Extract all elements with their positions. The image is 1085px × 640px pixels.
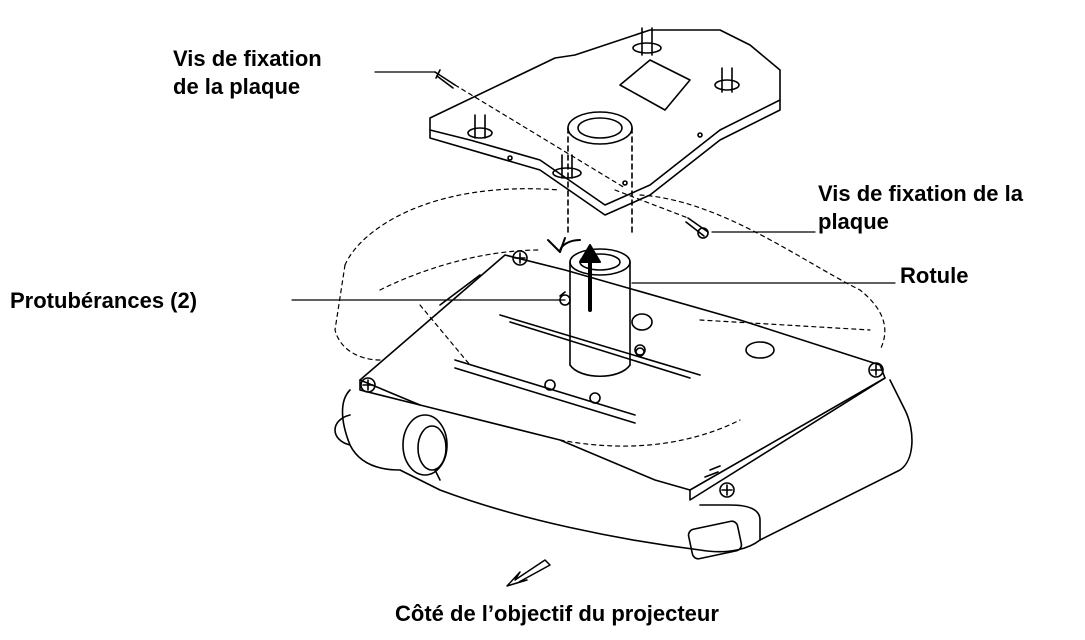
frame-screws	[360, 250, 884, 498]
label-plate-screw-right-line2: plaque	[818, 209, 889, 234]
dashed-guide-lines	[334, 84, 886, 447]
label-lens-side: Côté de l’objectif du projecteur	[395, 601, 719, 626]
label-plate-screw-right-line1: Vis de fixation de la	[818, 181, 1023, 206]
label-plate-screw-right: Vis de fixation de la plaque	[818, 180, 1023, 236]
label-rotule: Rotule	[900, 263, 969, 288]
label-plate-screw-left: Vis de fixation de la plaque	[173, 45, 322, 101]
label-plate-screw-left-line2: de la plaque	[173, 74, 301, 99]
label-protuberances: Protubérances (2)	[10, 288, 198, 313]
front-vent	[687, 520, 743, 560]
movement-arrows	[547, 237, 601, 312]
lens	[402, 414, 448, 481]
label-plate-screw-left-line1: Vis de fixation	[173, 46, 322, 71]
plate-fixing-screw-right	[685, 217, 709, 239]
leader-lines	[291, 71, 896, 301]
projector-body	[334, 379, 913, 553]
lens-direction-arrow-icon	[506, 559, 551, 587]
plate-fixing-screw-left	[434, 69, 456, 89]
projector-mounting-frame	[359, 254, 886, 501]
ceiling-plate	[429, 27, 781, 236]
